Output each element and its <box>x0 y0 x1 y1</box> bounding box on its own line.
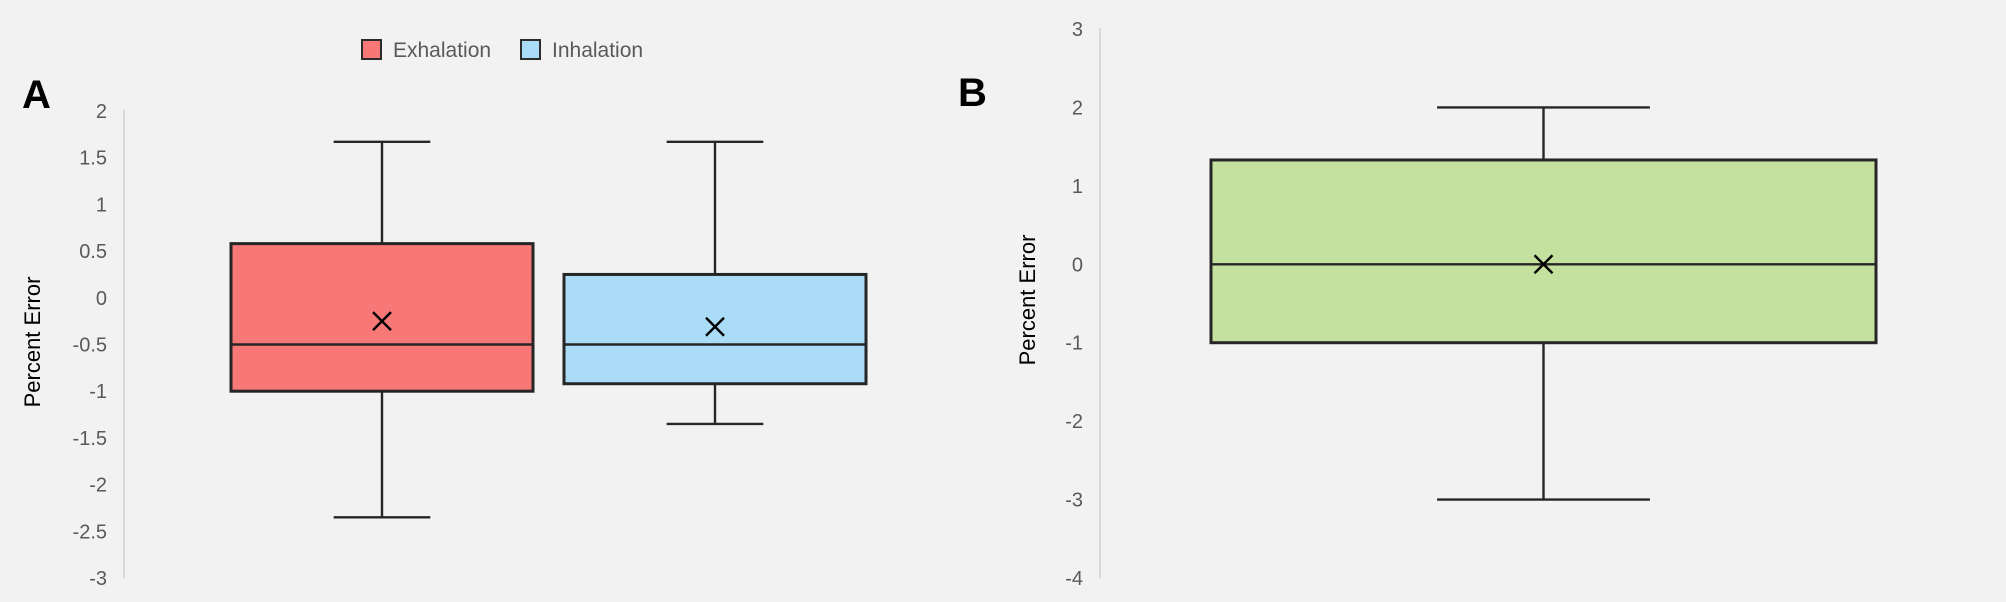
panel-a: A Exhalation Inhalation Percent Error 2 1… <box>20 39 868 590</box>
boxes-b <box>1209 106 1878 501</box>
mean-marker <box>705 316 725 337</box>
mean-marker <box>372 311 392 331</box>
y-axis-title-b: Percent Error <box>1015 235 1040 366</box>
y-tick-label-a: 0 <box>96 288 107 310</box>
y-ticks-a: 2 1.5 1 0.5 0 -0.5 -1 -1.5 -2 -2.5 -3 <box>73 101 107 590</box>
y-tick-label-b: 3 <box>1072 19 1083 41</box>
legend: Exhalation Inhalation <box>361 39 643 62</box>
y-tick-label-a: -0.5 <box>73 335 107 357</box>
y-tick-label-a: 0.5 <box>79 241 107 263</box>
y-tick-label-b: -4 <box>1065 568 1083 590</box>
panel-letter-a: A <box>22 73 51 117</box>
y-tick-label-b: -3 <box>1065 490 1083 512</box>
legend-label-exhalation: Exhalation <box>393 39 491 62</box>
legend-swatch-inhalation <box>520 39 541 60</box>
y-tick-label-b: -1 <box>1065 333 1083 355</box>
panel-b: B Percent Error 3 2 1 0 -1 -2 -3 -4 <box>958 19 1878 590</box>
y-axis-title-a: Percent Error <box>20 277 45 408</box>
panel-letter-b: B <box>958 71 987 115</box>
y-tick-label-a: 1.5 <box>79 148 107 170</box>
y-tick-label-b: 0 <box>1072 254 1083 276</box>
iqr-box <box>1209 158 1878 345</box>
iqr-box <box>229 242 535 393</box>
iqr-box <box>562 272 868 386</box>
boxes-a <box>229 140 868 519</box>
box-series-0 <box>1209 106 1878 501</box>
y-tick-label-a: 1 <box>96 194 107 216</box>
y-tick-label-a: -1 <box>89 381 107 403</box>
box-exhalation <box>229 140 535 519</box>
y-tick-label-a: 2 <box>96 101 107 123</box>
y-tick-label-a: -2 <box>89 475 107 497</box>
y-tick-label-a: -2.5 <box>73 521 107 543</box>
y-tick-label-a: -1.5 <box>73 428 107 450</box>
legend-label-inhalation: Inhalation <box>552 39 643 62</box>
box-inhalation <box>562 140 868 426</box>
y-tick-label-a: -3 <box>89 568 107 590</box>
y-tick-label-b: -2 <box>1065 411 1083 433</box>
y-tick-label-b: 1 <box>1072 176 1083 198</box>
legend-swatch-exhalation <box>361 39 382 60</box>
y-tick-label-b: 2 <box>1072 97 1083 119</box>
y-ticks-b: 3 2 1 0 -1 -2 -3 -4 <box>1065 19 1083 590</box>
mean-marker <box>1533 254 1554 275</box>
